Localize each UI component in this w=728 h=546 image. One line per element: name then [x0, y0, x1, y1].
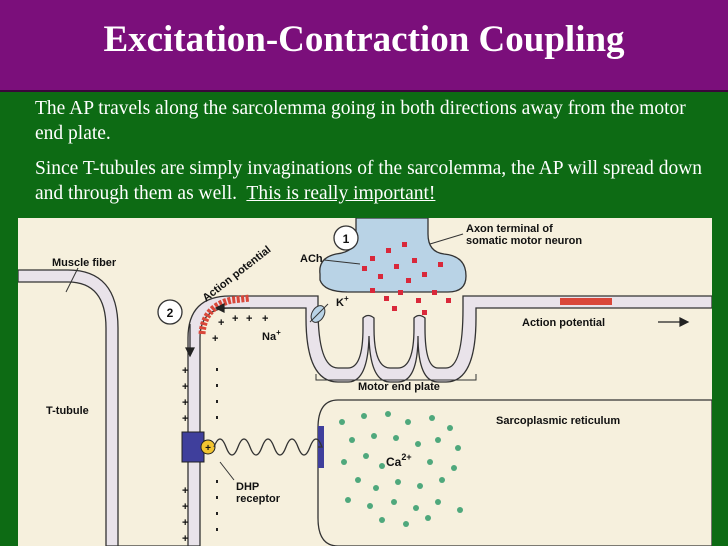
sr-label: Sarcoplasmic reticulum: [496, 415, 620, 427]
motor-end-plate-label: Motor end plate: [358, 381, 440, 393]
ach-label: ACh: [300, 253, 323, 265]
svg-text:+: +: [182, 365, 188, 377]
membrane-charges: ++ ++ + ++ ++ ++ ++: [182, 313, 268, 545]
axon-terminal-label-1: Axon terminal of: [466, 223, 553, 235]
step-1-marker: 1: [333, 225, 359, 251]
na-ion-label: Na+: [262, 328, 281, 343]
svg-text:+: +: [182, 517, 188, 529]
ion-channel-icon: [309, 303, 329, 323]
dhp-receptor: +: [181, 431, 216, 463]
ach-vesicles: [362, 242, 451, 315]
t-tubule-label: T-tubule: [46, 405, 89, 417]
muscle-fiber-label: Muscle fiber: [52, 257, 117, 269]
svg-text:+: +: [232, 313, 238, 325]
title-bar: Excitation-Contraction Coupling: [0, 0, 728, 92]
calcium-ions: [339, 411, 463, 527]
svg-text:+: +: [205, 443, 211, 454]
axon-terminal-label-2: somatic motor neuron: [466, 235, 582, 247]
excitation-contraction-figure: 1 2 Axon terminal of somatic motor neuro…: [18, 218, 712, 546]
k-ion-label: K+: [336, 294, 349, 309]
dhp-label-1: DHP: [236, 481, 259, 493]
svg-text:+: +: [182, 485, 188, 497]
emphasis-text: This is really important!: [246, 183, 436, 204]
figure-svg: 1 2 Axon terminal of somatic motor neuro…: [18, 218, 712, 546]
svg-text:+: +: [182, 413, 188, 425]
svg-text:+: +: [182, 501, 188, 513]
paragraph-ap-travels: The AP travels along the sarcolemma goin…: [35, 98, 686, 144]
action-potential-curved-label: Action potential: [200, 244, 273, 305]
svg-text:2: 2: [167, 306, 174, 320]
t-tubule-dots: [216, 368, 218, 531]
svg-text:+: +: [262, 313, 268, 325]
slide-title: Excitation-Contraction Coupling: [103, 19, 625, 60]
action-potential-right-label: Action potential: [522, 317, 605, 329]
action-potential-red-segment: [198, 294, 251, 335]
action-potential-right-segment: [560, 298, 612, 305]
svg-text:+: +: [218, 317, 224, 329]
step-2-marker: 2: [157, 299, 183, 325]
sarcolemma-membrane: [18, 269, 712, 546]
svg-text:+: +: [182, 397, 188, 409]
dhp-label-2: receptor: [236, 493, 281, 505]
svg-text:+: +: [182, 381, 188, 393]
motor-end-plate-bracket: [315, 374, 477, 381]
paragraph-t-tubules-text: Since T-tubules are simply invaginations…: [35, 158, 703, 204]
receptor-coil: [213, 438, 323, 456]
propagation-arrows: [185, 303, 690, 358]
paragraph-t-tubules: Since T-tubules are simply invaginations…: [35, 156, 715, 206]
svg-text:1: 1: [343, 232, 350, 246]
svg-text:+: +: [182, 533, 188, 545]
svg-text:+: +: [212, 333, 218, 345]
calcium-label: Ca2+: [386, 452, 412, 469]
svg-text:+: +: [246, 313, 252, 325]
